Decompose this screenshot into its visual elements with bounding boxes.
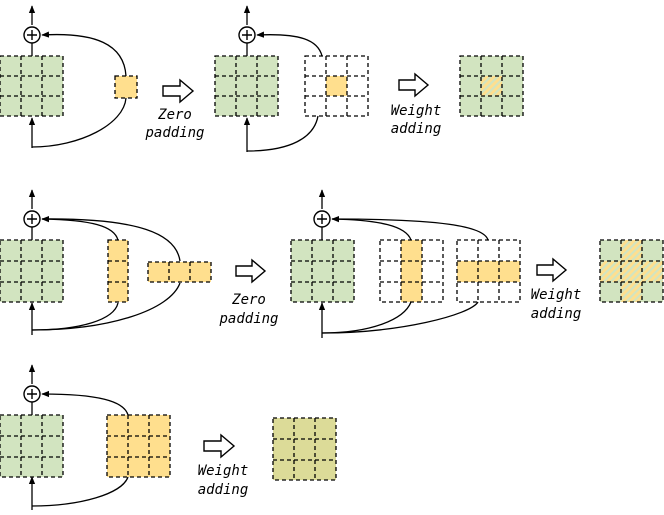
- row-2: Zero padding Weight adding: [0, 189, 664, 338]
- label-zero: Zero: [231, 292, 266, 308]
- row-3: Weight adding: [0, 364, 337, 510]
- transform-arrow-icon: [162, 78, 195, 104]
- kernel-1x1-zero-padded: [304, 55, 369, 117]
- kernel-3x3-green: [214, 55, 279, 117]
- kernel-3x3-green: [290, 239, 355, 303]
- kernel-3x1-yellow: [107, 239, 129, 303]
- kernel-1x1-yellow: [114, 75, 138, 99]
- kernel-merged-result: [599, 239, 664, 303]
- sum-block-2: [238, 5, 323, 152]
- sum-block-1: [23, 5, 127, 148]
- label-zero: Zero: [157, 107, 192, 123]
- transform-arrow-icon: [398, 72, 430, 98]
- label-padding: padding: [144, 125, 204, 141]
- label-weight: Weight: [391, 103, 442, 119]
- kernel-merged-result: [459, 55, 524, 117]
- kernel-1x3-yellow: [147, 261, 212, 283]
- kernel-3x1-zero-padded: [379, 239, 444, 303]
- transform-arrow-icon: [203, 433, 236, 459]
- label-adding: adding: [198, 482, 249, 498]
- sum-block-5: [23, 364, 129, 510]
- sum-block-4: [313, 189, 489, 338]
- kernel-merged-result: [272, 417, 337, 481]
- kernel-1x3-zero-padded: [456, 239, 521, 303]
- kernel-3x3-green: [0, 55, 64, 117]
- label-weight: Weight: [531, 287, 582, 303]
- label-adding: adding: [531, 306, 582, 322]
- row-1: Zero padding Weight adding: [0, 5, 524, 152]
- kernel-3x3-green: [0, 239, 64, 303]
- label-padding: padding: [218, 311, 278, 327]
- transform-arrow-icon: [235, 258, 267, 284]
- kernel-3x3-yellow: [106, 414, 171, 478]
- kernel-3x3-green: [0, 414, 64, 478]
- label-weight: Weight: [198, 463, 249, 479]
- sum-block-3: [23, 189, 181, 335]
- label-adding: adding: [391, 121, 442, 137]
- transform-arrow-icon: [536, 257, 568, 283]
